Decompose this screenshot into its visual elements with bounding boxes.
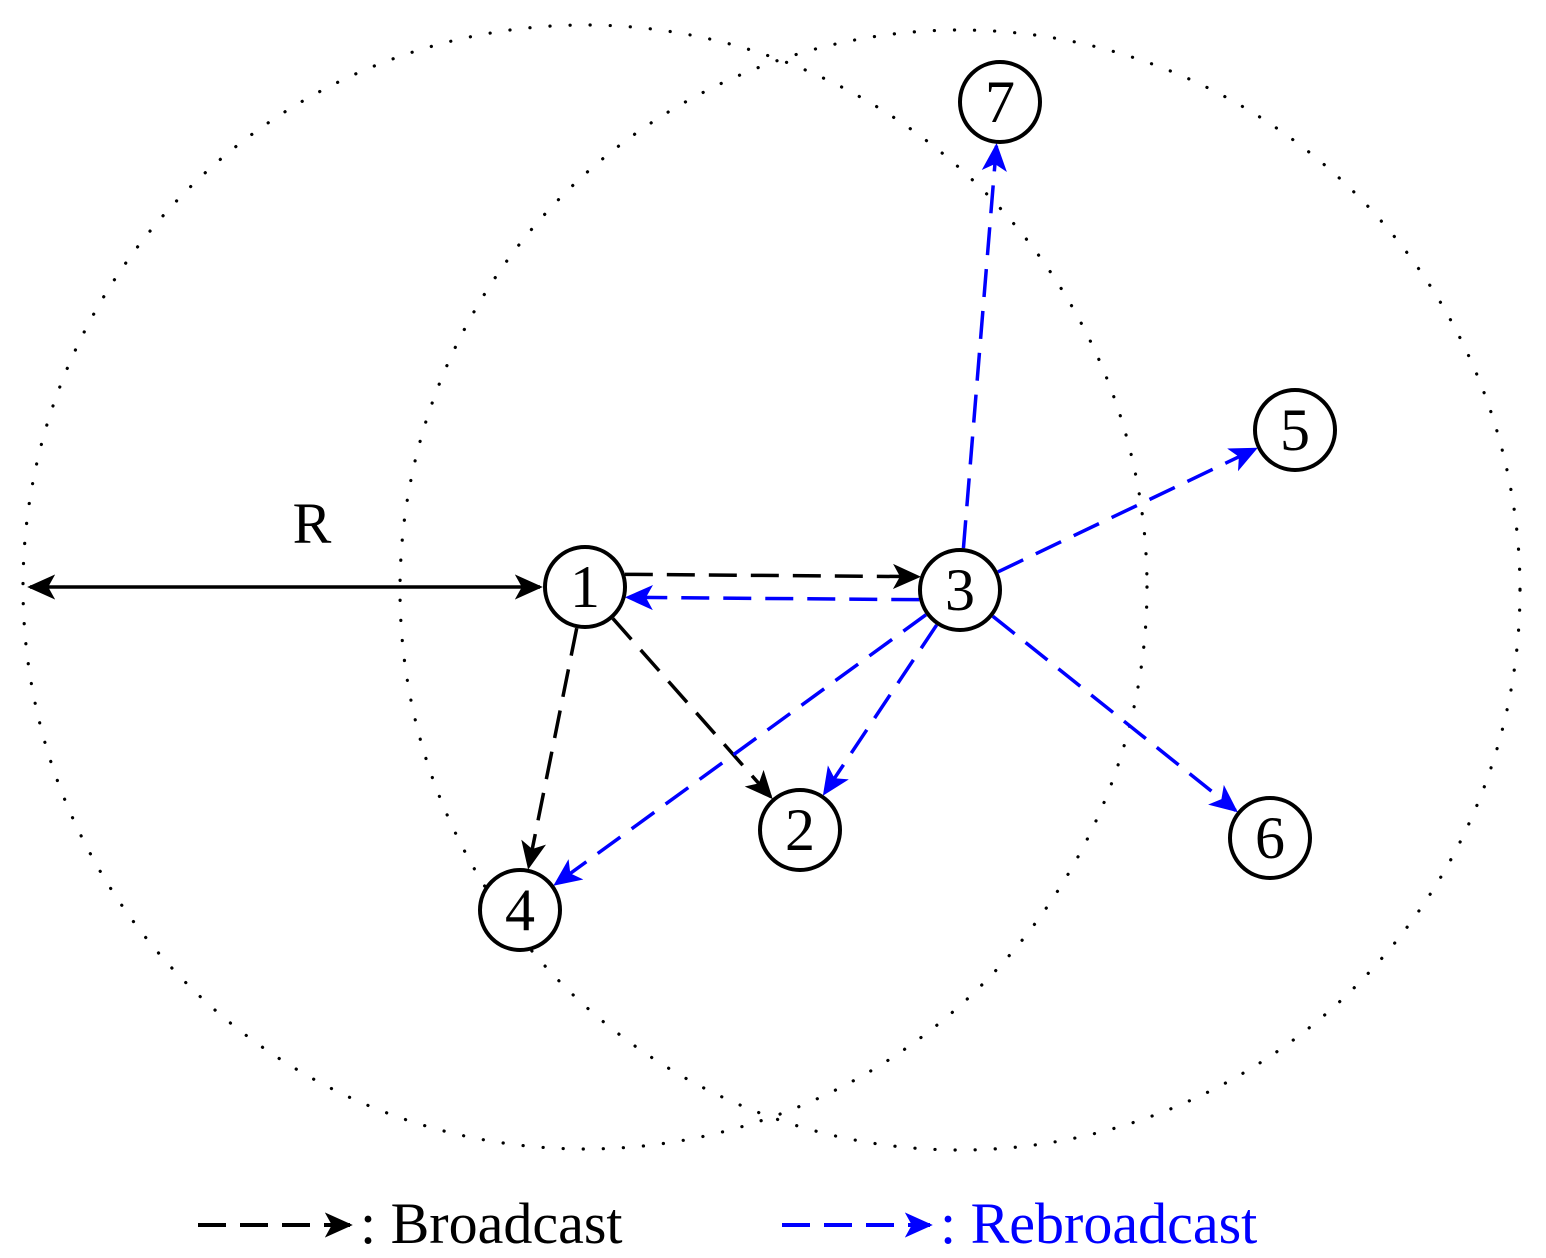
node-5: 5 <box>1253 388 1337 472</box>
node-circle-6 <box>1228 796 1312 880</box>
node-label-7: 7 <box>985 69 1015 135</box>
range-circle-node-3 <box>398 28 1522 1152</box>
broadcast-edge-1-to-3 <box>624 563 921 590</box>
rebroadcast-edge-3-to-5 <box>997 447 1258 574</box>
node-circle-7 <box>958 60 1042 144</box>
rebroadcast-edge-3-to-6 <box>991 614 1238 813</box>
rebroadcast-edge-3-to-2 <box>822 623 939 796</box>
node-1: 1 <box>543 545 627 629</box>
legend-rebroadcast-label: : Rebroadcast <box>940 1191 1257 1256</box>
broadcast-edge-1-to-4 <box>521 627 579 870</box>
node-circle-5 <box>1253 388 1337 472</box>
node-label-6: 6 <box>1255 805 1285 871</box>
node-7: 7 <box>958 60 1042 144</box>
legend-broadcast-label: : Broadcast <box>360 1191 623 1256</box>
node-6: 6 <box>1228 796 1312 880</box>
node-label-5: 5 <box>1280 397 1310 463</box>
node-circle-3 <box>918 548 1002 632</box>
node-label-1: 1 <box>570 554 600 620</box>
node-circle-1 <box>543 545 627 629</box>
range-circle-node-1 <box>21 23 1149 1151</box>
radius-label: R <box>293 491 332 556</box>
node-2: 2 <box>758 788 842 872</box>
node-4: 4 <box>478 868 562 952</box>
node-circle-2 <box>758 788 842 872</box>
legend: : Broadcast : Rebroadcast <box>198 1191 1257 1256</box>
node-label-4: 4 <box>505 877 535 943</box>
nodes-layer: 1 2 3 4 5 6 7 <box>478 60 1337 952</box>
edges-layer <box>521 143 1258 886</box>
node-circle-4 <box>478 868 562 952</box>
broadcast-edge-1-to-2 <box>611 617 773 800</box>
rebroadcast-edge-3-to-4 <box>553 613 928 886</box>
node-label-3: 3 <box>945 557 975 623</box>
node-label-2: 2 <box>785 797 815 863</box>
rebroadcast-edge-3-to-1 <box>624 584 920 611</box>
node-3: 3 <box>918 548 1002 632</box>
rebroadcast-edge-3-to-7 <box>961 143 1007 549</box>
